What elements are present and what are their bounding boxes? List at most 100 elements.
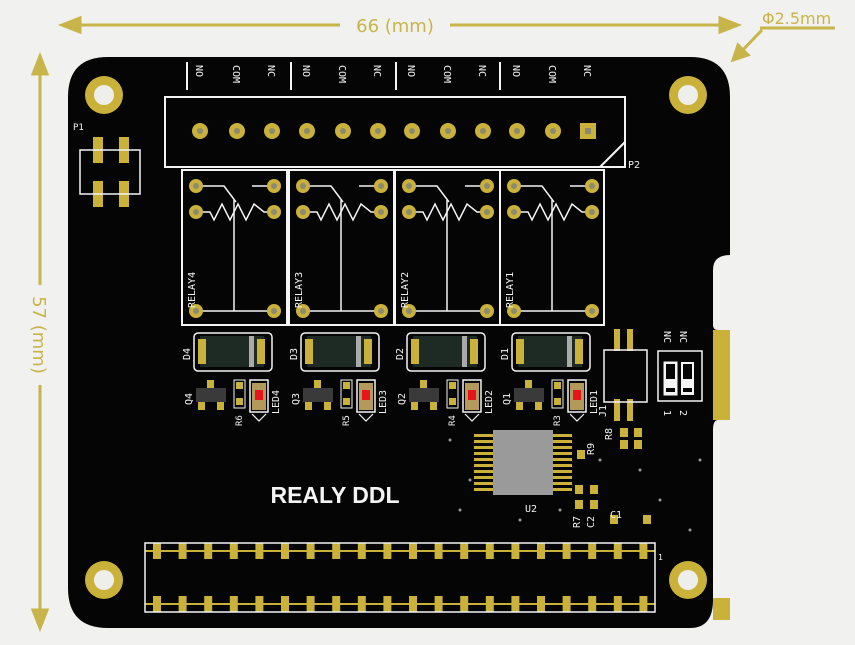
arrow-right-icon bbox=[718, 15, 743, 35]
diode-pad bbox=[198, 339, 206, 364]
led-outline bbox=[462, 379, 482, 413]
transistor-label: Q3 bbox=[291, 393, 302, 405]
diode-label: D2 bbox=[395, 348, 406, 360]
smd-pad bbox=[643, 515, 651, 524]
transistor-pad bbox=[314, 380, 321, 388]
dip-switch-outline bbox=[657, 350, 703, 402]
relay-pad-hole bbox=[589, 308, 595, 314]
relay-pad-hole bbox=[406, 308, 412, 314]
switch-bottom-label-1: 1 bbox=[661, 410, 672, 416]
ic-pin bbox=[474, 464, 493, 467]
p1-ref: P1 bbox=[73, 123, 84, 133]
resistor-pad bbox=[343, 382, 350, 389]
relay-pad-hole bbox=[589, 209, 595, 215]
edge-tab bbox=[713, 330, 730, 420]
terminal-pad-hole bbox=[585, 128, 591, 134]
relay-switch-line bbox=[409, 185, 450, 203]
ic-pin bbox=[553, 476, 572, 479]
diode-label: D1 bbox=[500, 348, 511, 360]
terminal-pad-hole bbox=[234, 128, 240, 134]
relay-switch-line bbox=[514, 185, 555, 203]
p1-outline bbox=[79, 149, 141, 195]
small-ref-c2: C2 bbox=[586, 516, 597, 528]
smd-pad bbox=[620, 440, 628, 449]
resistor-pad bbox=[554, 398, 561, 405]
switch-bottom-label-2: 2 bbox=[677, 410, 688, 416]
terminal-pad-hole bbox=[304, 128, 310, 134]
diode-outline bbox=[193, 332, 273, 372]
led-polarity-mark bbox=[464, 413, 480, 422]
ic-pin bbox=[553, 488, 572, 491]
transistor-label: Q4 bbox=[184, 393, 195, 405]
transistor-pad bbox=[430, 402, 437, 410]
transistor-body bbox=[409, 388, 439, 402]
terminal-label: COM bbox=[230, 65, 241, 83]
resistor-pad bbox=[236, 382, 243, 389]
resistor-pad bbox=[449, 398, 456, 405]
ic-pin bbox=[553, 440, 572, 443]
resistor-pad bbox=[554, 382, 561, 389]
led-outline bbox=[567, 379, 587, 413]
diode-band bbox=[462, 336, 467, 367]
transistor-body bbox=[303, 388, 333, 402]
hole-dimension bbox=[730, 26, 835, 63]
led-die bbox=[362, 390, 370, 400]
terminal-pad-hole bbox=[340, 128, 346, 134]
led-label: LED4 bbox=[271, 390, 282, 414]
via bbox=[688, 528, 692, 532]
arrow-left-icon bbox=[57, 15, 82, 35]
relay-label: RELAY4 bbox=[187, 272, 198, 308]
ic-ref: U2 bbox=[525, 504, 537, 515]
via bbox=[558, 508, 562, 512]
ic-pin bbox=[474, 452, 493, 455]
diode-pad bbox=[364, 339, 372, 364]
led-polarity-mark bbox=[251, 413, 267, 422]
led-die bbox=[255, 390, 263, 400]
transistor-pad bbox=[207, 380, 214, 388]
diode-pad bbox=[575, 339, 583, 364]
transistor-pad bbox=[516, 402, 523, 410]
terminal-pad-hole bbox=[197, 128, 203, 134]
terminal-pad-hole bbox=[514, 128, 520, 134]
transistor-pad bbox=[420, 380, 427, 388]
j1-ref: J1 bbox=[598, 405, 609, 417]
relay-pad-hole bbox=[589, 183, 595, 189]
ic-pin bbox=[553, 434, 572, 437]
relay-pad-hole bbox=[271, 308, 277, 314]
dip-switch[interactable] bbox=[663, 361, 694, 396]
via bbox=[458, 508, 462, 512]
led-polarity-mark bbox=[358, 413, 374, 422]
diode-pad bbox=[470, 339, 478, 364]
diode-body bbox=[413, 336, 477, 367]
terminal-ref: P2 bbox=[628, 160, 640, 171]
diode-body bbox=[200, 336, 264, 367]
terminal-pad-hole bbox=[445, 128, 451, 134]
relay-pad-hole bbox=[300, 209, 306, 215]
terminal-pad-hole bbox=[480, 128, 486, 134]
smd-pad bbox=[634, 428, 642, 437]
diode-outline bbox=[406, 332, 486, 372]
relay-pad-hole bbox=[300, 308, 306, 314]
gpio-header-outline bbox=[144, 542, 656, 613]
mounting-hole-center bbox=[94, 570, 114, 590]
terminal-pad-hole bbox=[375, 128, 381, 134]
terminal-pad-hole bbox=[409, 128, 415, 134]
smd-pad bbox=[590, 500, 598, 509]
resistor-pad bbox=[343, 398, 350, 405]
height-dimension bbox=[30, 51, 50, 633]
relay-pad-hole bbox=[193, 308, 199, 314]
transistor-pad bbox=[535, 402, 542, 410]
height-label: 57 (mm) bbox=[28, 296, 49, 374]
relay-label: RELAY1 bbox=[505, 272, 516, 308]
relay-pad-hole bbox=[511, 209, 517, 215]
ic-pin bbox=[474, 440, 493, 443]
relay-pad-hole bbox=[300, 183, 306, 189]
diode-pad bbox=[516, 339, 524, 364]
width-label: 66 (mm) bbox=[356, 16, 434, 37]
smd-pad bbox=[575, 500, 583, 509]
relay-pad-hole bbox=[378, 308, 384, 314]
relay-switch-line bbox=[303, 185, 344, 203]
terminal-label: COM bbox=[336, 65, 347, 83]
small-ref-r7: R7 bbox=[572, 516, 583, 528]
transistor-body bbox=[196, 388, 226, 402]
